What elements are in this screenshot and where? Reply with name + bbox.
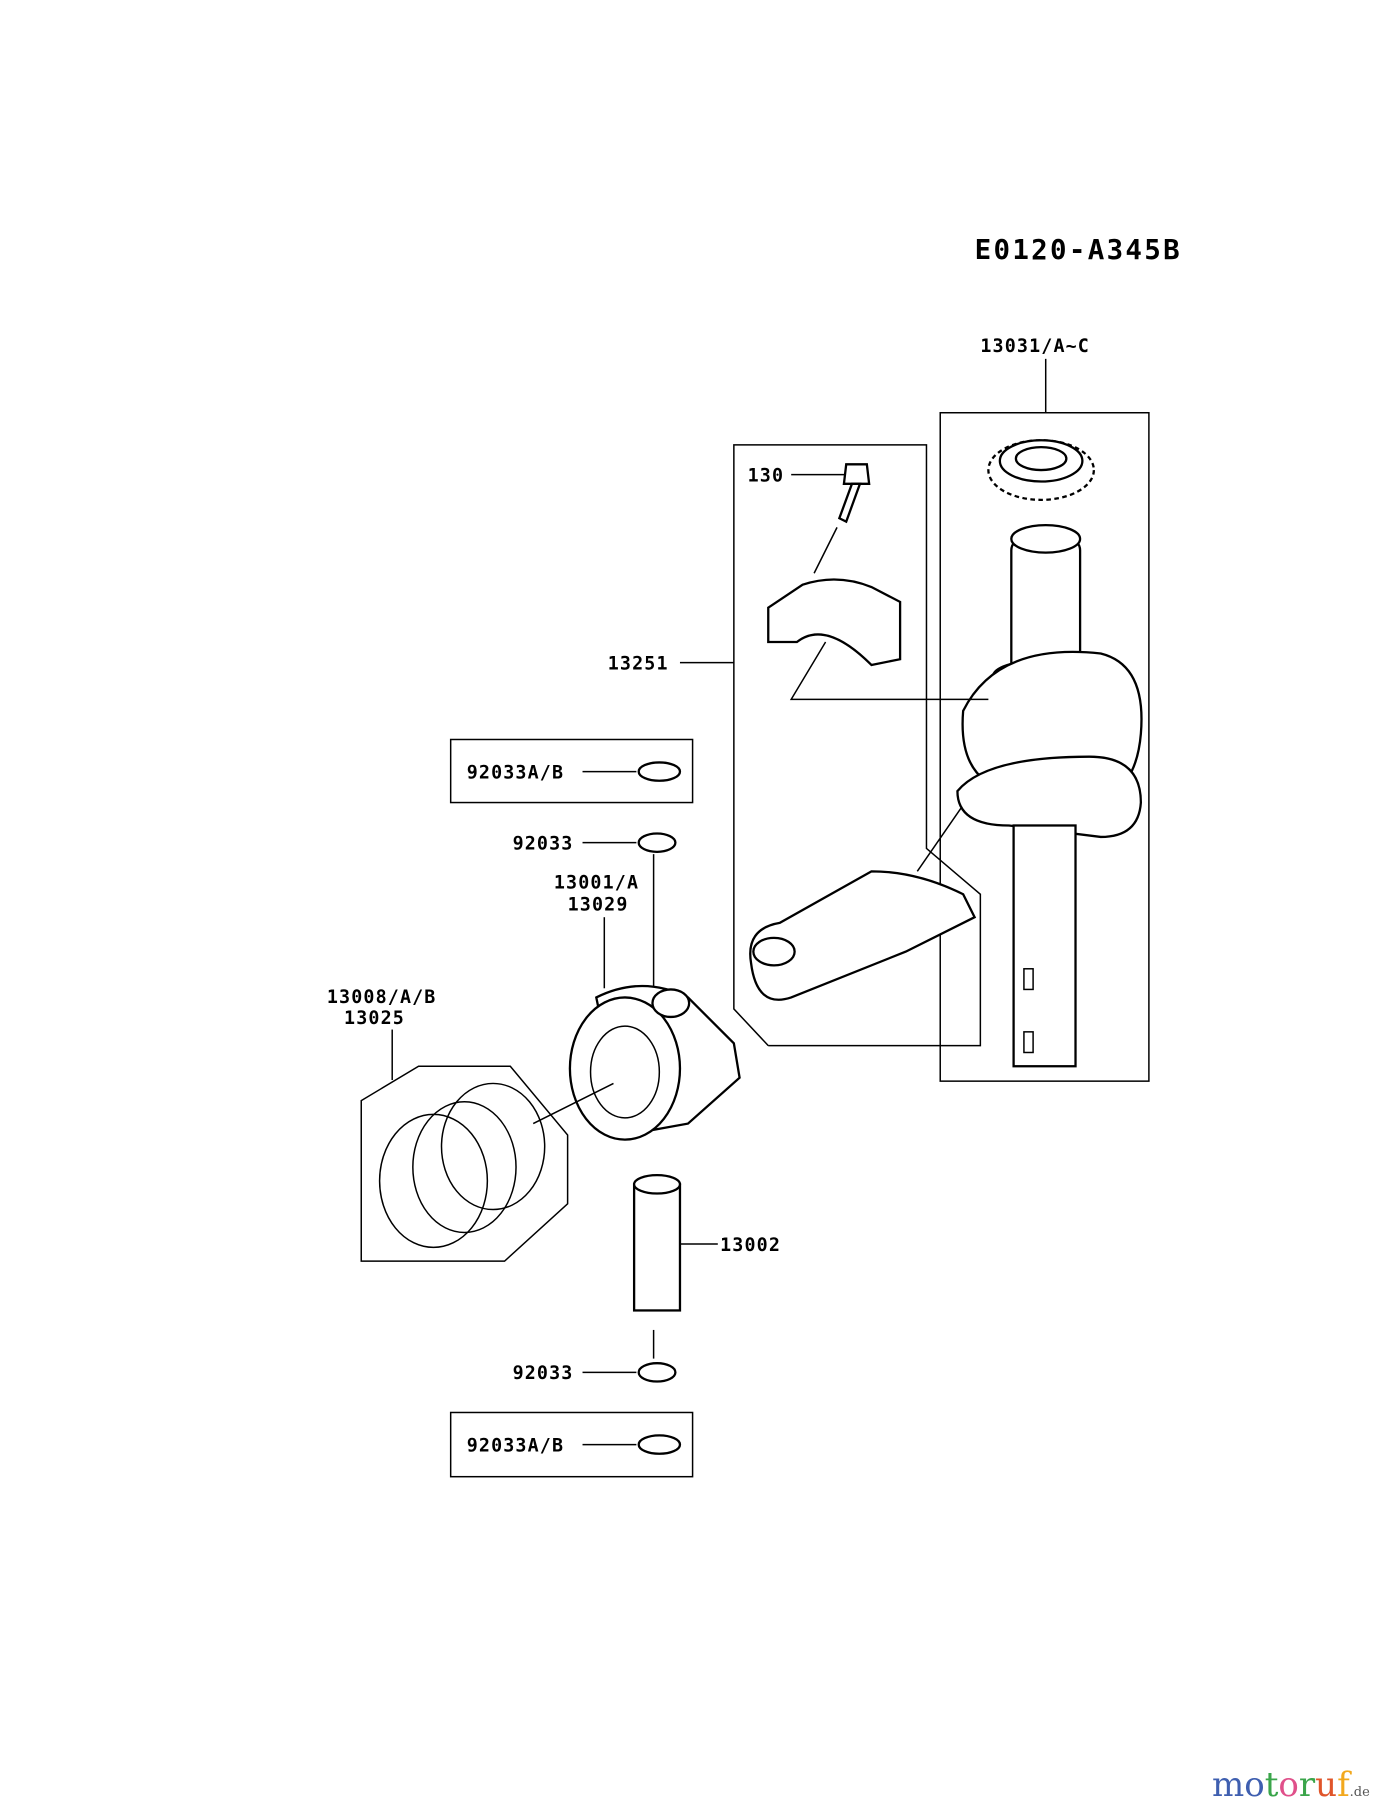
- logo-letter: o: [1278, 1765, 1299, 1800]
- circlip-icon: [637, 1434, 682, 1455]
- logo-tld: .de: [1349, 1785, 1370, 1800]
- logo-letter: f: [1337, 1765, 1350, 1800]
- callout-circlip-bottom: 92033: [513, 1363, 574, 1384]
- callout-rings-2: 13025: [344, 1008, 405, 1029]
- callout-piston-1: 13001/A: [554, 873, 639, 894]
- logo-letter: o: [1244, 1765, 1265, 1800]
- callout-circlip-top: 92033: [513, 834, 574, 855]
- logo-letter: m: [1212, 1765, 1245, 1800]
- crankshaft-box: [939, 411, 1150, 1082]
- callout-circlip-box-top: 92033A/B: [467, 762, 564, 783]
- circlip-box-top: [449, 738, 694, 804]
- callout-bolt: 130: [748, 466, 785, 487]
- callout-crankshaft: 13031/A~C: [980, 336, 1090, 357]
- connecting-rod-icon: [749, 870, 977, 1001]
- callout-piston-pin: 13002: [720, 1235, 781, 1256]
- circlip-icon: [637, 1362, 677, 1383]
- piston-pin-icon: [632, 1174, 682, 1312]
- logo-letter: t: [1264, 1765, 1279, 1800]
- logo-text: motoruf: [1212, 1768, 1350, 1800]
- crankshaft-icon: [956, 523, 1143, 1068]
- callout-circlip-box-bottom: 92033A/B: [467, 1435, 564, 1456]
- callout-connecting-rod: 13251: [608, 654, 669, 675]
- circlip-icon: [637, 761, 682, 782]
- circlip-icon: [637, 832, 677, 853]
- piston-rings-icon: [378, 1082, 546, 1249]
- gear-icon: [987, 439, 1096, 502]
- callout-rings-1: 13008/A/B: [327, 987, 437, 1008]
- connecting-rod-box: [733, 444, 982, 1047]
- callout-piston-2: 13029: [568, 894, 629, 915]
- rings-box: [360, 1065, 569, 1262]
- bolt-icon: [837, 463, 871, 524]
- logo-letter: u: [1315, 1765, 1338, 1800]
- diagram-code: E0120-A345B: [975, 234, 1182, 266]
- rod-cap-icon: [767, 578, 902, 667]
- piston-icon: [568, 984, 741, 1141]
- logo-letter: r: [1298, 1765, 1316, 1800]
- circlip-box-bottom: [449, 1411, 694, 1478]
- watermark-logo: motoruf.de: [1212, 1768, 1370, 1800]
